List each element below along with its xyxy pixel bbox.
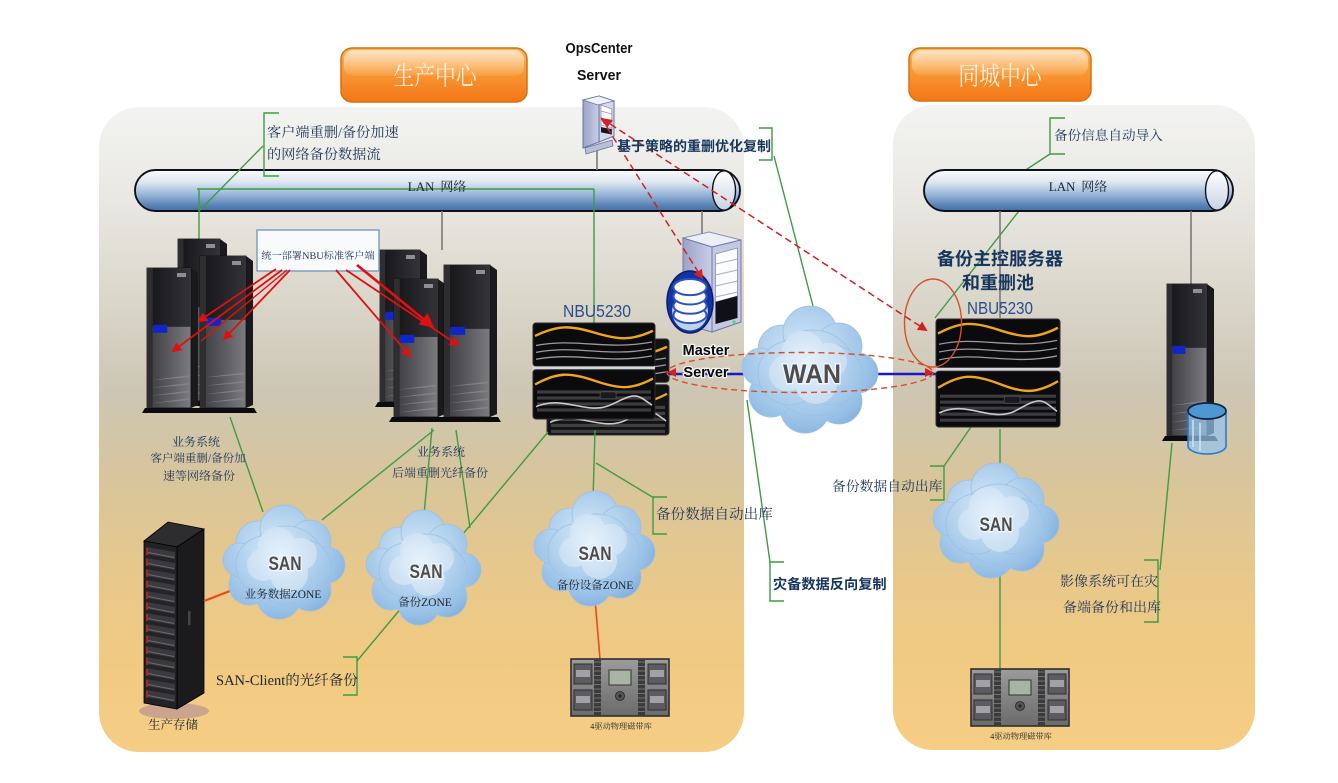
svg-text:SAN: SAN xyxy=(410,562,443,583)
svg-text:Server: Server xyxy=(683,365,729,381)
svg-text:Master: Master xyxy=(683,343,730,359)
svg-text:SAN: SAN xyxy=(579,544,612,565)
svg-text:WAN: WAN xyxy=(783,359,841,389)
svg-text:SAN: SAN xyxy=(269,554,302,575)
svg-text:NBU5230: NBU5230 xyxy=(563,301,631,321)
svg-text:SAN: SAN xyxy=(980,515,1013,536)
svg-text:OpsCenter: OpsCenter xyxy=(566,41,633,57)
svg-text:NBU5230: NBU5230 xyxy=(967,298,1033,318)
svg-text:Server: Server xyxy=(577,68,621,84)
